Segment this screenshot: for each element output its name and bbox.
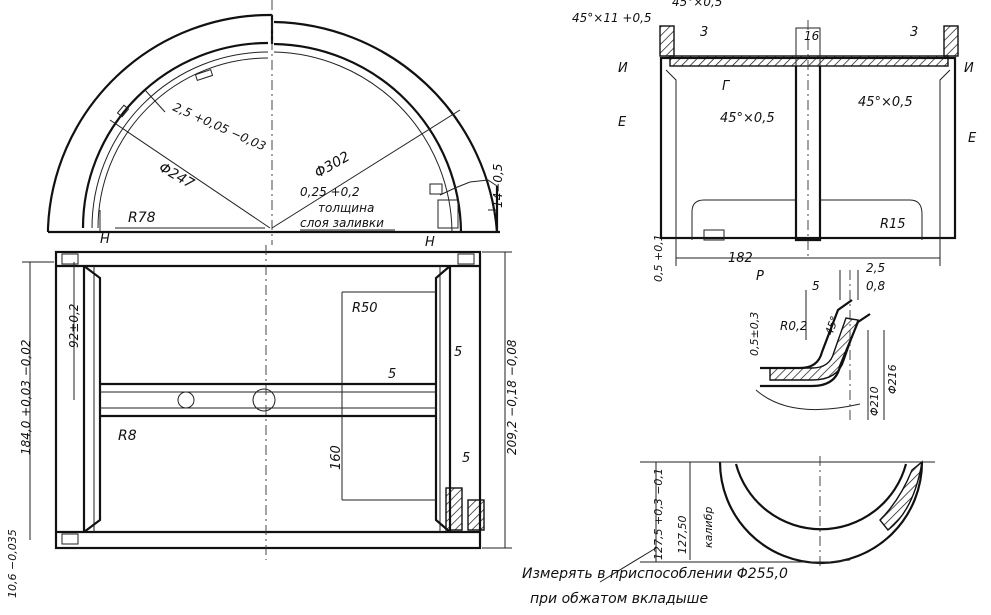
dim-dia-outer: Φ302 bbox=[312, 149, 353, 182]
bearing-inner-arc bbox=[81, 41, 269, 229]
measure-view: 127,5 +0,3 −0,1 127,50 калибр Измерять в… bbox=[522, 456, 935, 607]
tolerance-note: 0,25 +0,2 bbox=[300, 185, 360, 199]
section-mark-left: Н bbox=[100, 232, 110, 247]
dim-r50: R50 bbox=[352, 301, 378, 316]
bearing-outer-arc bbox=[46, 13, 273, 229]
label-e-left: Е bbox=[618, 115, 627, 130]
label-i-left: И bbox=[618, 61, 628, 76]
coating-note-line1: толщина bbox=[318, 201, 374, 215]
dim-184: 184,0 +0,03 −0,02 bbox=[19, 339, 33, 455]
label-caliber: калибр bbox=[702, 507, 715, 548]
dim-92: 92±0,2 bbox=[67, 304, 81, 348]
label-g: Г bbox=[722, 79, 731, 94]
measure-note-line2: при обжатом вкладыше bbox=[530, 591, 708, 607]
dim-wall: 2,5 +0,05 −0,03 bbox=[171, 100, 268, 154]
dim-16: 16 bbox=[804, 29, 820, 43]
chamfer-left: 45°×0,5 bbox=[720, 111, 775, 126]
label-i-right: И bbox=[964, 61, 974, 76]
chamfer-right: 45°×0,5 bbox=[858, 95, 913, 110]
dim-r02: R0,2 bbox=[780, 319, 807, 333]
dim-45: 45° bbox=[823, 314, 842, 337]
dim-5: 5 bbox=[812, 279, 820, 293]
front-view-outline bbox=[54, 250, 482, 550]
detail-view: 2,5 0,8 5 R0,2 0,5±0,3 45° Φ210 Φ216 bbox=[748, 261, 899, 420]
dim-5b: 5 bbox=[388, 367, 396, 382]
measure-outer-arc bbox=[718, 461, 924, 565]
chamfer-top: 45°×11 +0,5 bbox=[572, 11, 652, 25]
section-view: 45°×11 +0,5 45°×0,5 3 3 И И 16 Г 45°×0,5… bbox=[572, 0, 977, 284]
dim-25: 2,5 bbox=[866, 261, 885, 275]
dim-127b: 127,50 bbox=[676, 516, 689, 555]
dim-top: 45°×0,5 bbox=[672, 0, 722, 9]
dim-5a: 5 bbox=[454, 345, 462, 360]
section-mark-right: Н bbox=[425, 235, 435, 250]
label-3-left: 3 bbox=[700, 25, 708, 40]
dim-r15: R15 bbox=[880, 217, 906, 232]
dim-10: 10,6 −0,035 bbox=[6, 529, 19, 598]
label-e-right: Е bbox=[968, 131, 977, 146]
dim-radius: R78 bbox=[128, 210, 156, 226]
dim-127: 127,5 +0,3 −0,1 bbox=[652, 468, 665, 560]
dim-05: 0,5 +0,1 bbox=[652, 234, 665, 282]
dim-r8: R8 bbox=[118, 428, 137, 444]
dim-5c: 5 bbox=[462, 451, 470, 466]
dim-phi-b: Φ216 bbox=[886, 364, 899, 394]
label-r: Р bbox=[756, 269, 764, 284]
top-view: 2,5 +0,05 −0,03 Φ247 Φ302 R78 0,25 +0,2 … bbox=[46, 0, 505, 250]
dim-side: 14−0,5 bbox=[491, 164, 505, 208]
label-3-right: 3 bbox=[910, 25, 918, 40]
dim-08: 0,8 bbox=[866, 279, 885, 293]
dim-182: 182 bbox=[728, 251, 753, 266]
front-view: R50 5 5 5 92±0,2 184,0 +0,03 −0,02 209,2… bbox=[6, 245, 519, 598]
dim-209: 209,2 −0,18 −0,08 bbox=[505, 339, 519, 455]
measure-note-line1: Измерять в приспособлении Φ255,0 bbox=[522, 566, 788, 582]
dim-160: 160 bbox=[329, 445, 344, 470]
dim-05-03: 0,5±0,3 bbox=[748, 312, 761, 356]
dim-phi-a: Φ210 bbox=[868, 386, 881, 416]
coating-note-line2: слоя заливки bbox=[300, 216, 384, 230]
